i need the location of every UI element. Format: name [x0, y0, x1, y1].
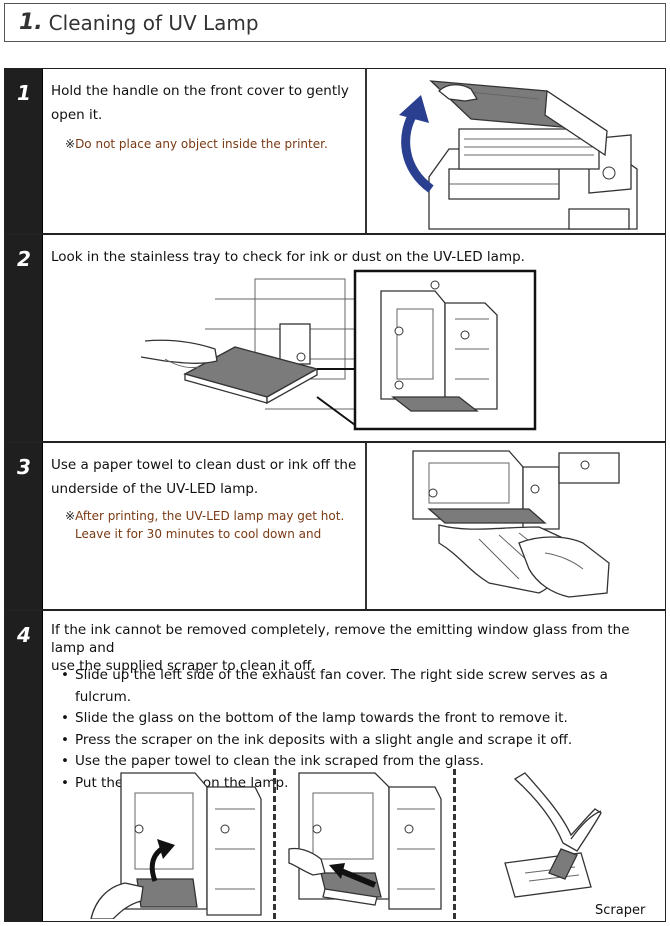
section-title-text: Cleaning of UV Lamp: [48, 10, 259, 35]
step-text-line: Hold the handle on the front cover to ge…: [51, 83, 349, 99]
scraper-label: Scraper: [595, 903, 646, 918]
divider: [365, 443, 367, 609]
section-number: 1.: [19, 10, 43, 35]
step-number: 4: [17, 623, 31, 647]
step-text: Hold the handle on the front cover to ge…: [51, 79, 349, 127]
step-number-bar: 2: [5, 235, 43, 441]
step-number: 1: [17, 81, 31, 105]
stainless-tray-illustration: [140, 269, 537, 431]
paper-towel-cleaning-illustration: [412, 450, 620, 598]
note: ※After printing, the UV-LED lamp may get…: [65, 507, 344, 543]
step-text-line: open it.: [51, 107, 103, 123]
printer-open-cover-illustration: [399, 80, 638, 230]
step-4: 4 If the ink cannot be removed completel…: [4, 610, 666, 922]
step-1: 1 Hold the handle on the front cover to …: [4, 68, 666, 234]
list-item: Use the paper towel to clean the ink scr…: [61, 751, 665, 773]
note-mark: ※: [65, 509, 76, 523]
step-number-bar: 1: [5, 69, 43, 233]
step-text-line: Use a paper towel to clean dust or ink o…: [51, 457, 357, 473]
list-item: Press the scraper on the ink deposits wi…: [61, 730, 665, 752]
step-text: Look in the stainless tray to check for …: [51, 249, 525, 265]
note: ※Do not place any object inside the prin…: [65, 135, 328, 153]
step-number: 3: [17, 455, 31, 479]
step-number: 2: [17, 247, 31, 271]
slide-fan-cover-illustration: [90, 772, 262, 919]
step-text-line: underside of the UV-LED lamp.: [51, 481, 259, 497]
step-2: 2 Look in the stainless tray to check fo…: [4, 234, 666, 442]
scraper-illustration: [504, 772, 602, 898]
slide-glass-illustration: [288, 772, 442, 910]
note-text-line: Leave it for 30 minutes to cool down and: [75, 527, 322, 541]
note-text: Do not place any object inside the print…: [75, 137, 328, 151]
divider: [365, 69, 367, 233]
note-mark: ※: [65, 137, 76, 151]
step-3: 3 Use a paper towel to clean dust or ink…: [4, 442, 666, 610]
step-number-bar: 4: [5, 611, 43, 921]
separator: [453, 769, 456, 919]
section-title: 1. Cleaning of UV Lamp: [4, 3, 666, 42]
instruction-list: Slide up the left side of the exhaust fa…: [61, 665, 665, 794]
step-number-bar: 3: [5, 443, 43, 609]
step-text-line: If the ink cannot be removed completely,…: [51, 622, 630, 656]
list-item: Slide the glass on the bottom of the lam…: [61, 708, 665, 730]
note-text-line: After printing, the UV-LED lamp may get …: [75, 509, 345, 523]
step-text: Use a paper towel to clean dust or ink o…: [51, 453, 356, 501]
list-item: Slide up the left side of the exhaust fa…: [61, 665, 665, 708]
separator: [273, 769, 276, 919]
